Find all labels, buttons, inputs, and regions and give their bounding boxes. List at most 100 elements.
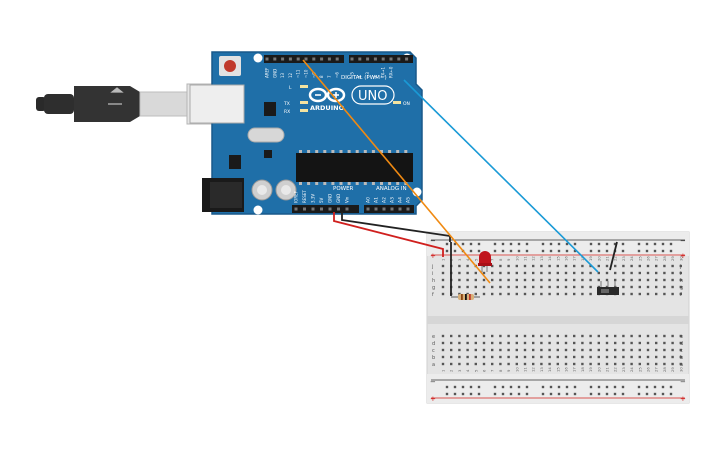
rail-hole[interactable]: [453, 385, 457, 389]
terminal-hole[interactable]: [597, 341, 600, 345]
terminal-hole[interactable]: [540, 355, 543, 359]
terminal-hole[interactable]: [638, 355, 641, 359]
terminal-hole[interactable]: [474, 278, 477, 282]
rail-hole[interactable]: [549, 242, 553, 246]
terminal-hole[interactable]: [482, 334, 486, 338]
terminal-hole[interactable]: [605, 334, 609, 338]
terminal-hole[interactable]: [630, 264, 633, 268]
rail-hole[interactable]: [661, 249, 665, 253]
terminal-hole[interactable]: [491, 264, 494, 268]
terminal-hole[interactable]: [491, 285, 494, 289]
terminal-hole[interactable]: [507, 341, 510, 345]
terminal-hole[interactable]: [638, 362, 641, 366]
terminal-hole[interactable]: [532, 355, 535, 359]
terminal-hole[interactable]: [614, 271, 617, 275]
terminal-hole[interactable]: [515, 271, 518, 275]
terminal-hole[interactable]: [564, 348, 568, 352]
terminal-hole[interactable]: [638, 292, 641, 296]
terminal-hole[interactable]: [655, 341, 658, 345]
slide-switch[interactable]: [597, 281, 619, 295]
terminal-hole[interactable]: [622, 278, 625, 282]
analog-pin[interactable]: [382, 207, 386, 211]
rail-hole[interactable]: [509, 249, 513, 253]
terminal-hole[interactable]: [671, 348, 674, 352]
terminal-hole[interactable]: [466, 264, 469, 268]
terminal-hole[interactable]: [605, 348, 609, 352]
terminal-hole[interactable]: [622, 292, 625, 296]
terminal-hole[interactable]: [548, 334, 551, 338]
rail-hole[interactable]: [549, 385, 553, 389]
terminal-hole[interactable]: [532, 348, 535, 352]
terminal-hole[interactable]: [581, 341, 584, 345]
rail-hole[interactable]: [589, 249, 593, 253]
terminal-hole[interactable]: [589, 334, 592, 338]
terminal-hole[interactable]: [466, 362, 469, 366]
rail-hole[interactable]: [469, 242, 473, 246]
rail-hole[interactable]: [525, 392, 529, 396]
terminal-hole[interactable]: [532, 292, 535, 296]
terminal-hole[interactable]: [655, 278, 658, 282]
terminal-hole[interactable]: [581, 292, 584, 296]
terminal-hole[interactable]: [466, 348, 469, 352]
power-header[interactable]: [292, 205, 359, 213]
terminal-hole[interactable]: [630, 292, 633, 296]
rail-hole[interactable]: [461, 392, 465, 396]
terminal-hole[interactable]: [515, 264, 518, 268]
terminal-hole[interactable]: [482, 271, 486, 275]
terminal-hole[interactable]: [515, 292, 518, 296]
terminal-hole[interactable]: [523, 264, 527, 268]
terminal-hole[interactable]: [532, 264, 535, 268]
header-pin[interactable]: [281, 57, 285, 61]
terminal-hole[interactable]: [548, 271, 551, 275]
terminal-hole[interactable]: [441, 278, 445, 282]
terminal-hole[interactable]: [499, 278, 502, 282]
terminal-hole[interactable]: [671, 264, 674, 268]
terminal-hole[interactable]: [589, 341, 592, 345]
terminal-hole[interactable]: [597, 362, 600, 366]
terminal-hole[interactable]: [614, 264, 617, 268]
terminal-hole[interactable]: [474, 355, 477, 359]
terminal-hole[interactable]: [523, 285, 527, 289]
terminal-hole[interactable]: [532, 341, 535, 345]
terminal-hole[interactable]: [564, 341, 568, 345]
rail-hole[interactable]: [493, 242, 497, 246]
terminal-hole[interactable]: [458, 348, 461, 352]
terminal-hole[interactable]: [655, 264, 658, 268]
terminal-hole[interactable]: [491, 292, 494, 296]
terminal-hole[interactable]: [646, 355, 650, 359]
power-pin[interactable]: [311, 207, 315, 211]
reset-button[interactable]: [219, 56, 241, 76]
power-pin[interactable]: [345, 207, 349, 211]
terminal-hole[interactable]: [441, 362, 445, 366]
terminal-hole[interactable]: [614, 334, 617, 338]
rail-hole[interactable]: [445, 249, 449, 253]
resistor[interactable]: [451, 294, 480, 300]
rail-hole[interactable]: [637, 242, 641, 246]
rail-hole[interactable]: [477, 385, 481, 389]
terminal-hole[interactable]: [630, 285, 633, 289]
header-pin[interactable]: [358, 57, 362, 61]
terminal-hole[interactable]: [638, 264, 641, 268]
terminal-hole[interactable]: [482, 292, 486, 296]
terminal-hole[interactable]: [548, 278, 551, 282]
terminal-hole[interactable]: [589, 362, 592, 366]
terminal-hole[interactable]: [450, 341, 453, 345]
rail-hole[interactable]: [597, 249, 601, 253]
analog-header[interactable]: [364, 205, 414, 213]
terminal-hole[interactable]: [540, 334, 543, 338]
terminal-hole[interactable]: [638, 341, 641, 345]
terminal-hole[interactable]: [540, 341, 543, 345]
terminal-hole[interactable]: [663, 355, 666, 359]
terminal-hole[interactable]: [597, 264, 600, 268]
rail-hole[interactable]: [669, 249, 673, 253]
terminal-hole[interactable]: [532, 271, 535, 275]
terminal-hole[interactable]: [507, 285, 510, 289]
terminal-hole[interactable]: [663, 264, 666, 268]
terminal-hole[interactable]: [605, 278, 609, 282]
terminal-hole[interactable]: [441, 341, 445, 345]
rail-hole[interactable]: [573, 392, 577, 396]
terminal-hole[interactable]: [523, 362, 527, 366]
terminal-hole[interactable]: [441, 271, 445, 275]
terminal-hole[interactable]: [482, 278, 486, 282]
terminal-hole[interactable]: [499, 362, 502, 366]
